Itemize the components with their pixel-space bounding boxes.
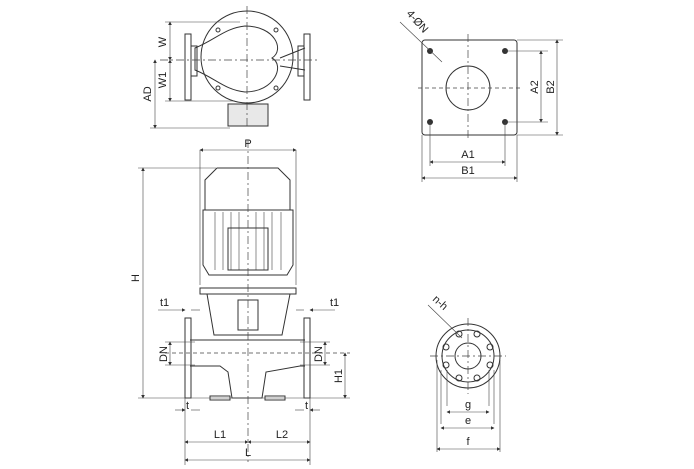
dim-t-left-label: t <box>186 400 189 412</box>
dim-l1-label: L1 <box>214 429 226 441</box>
dim-l-label: L <box>245 447 251 459</box>
flange-view: n-h g e f <box>427 293 506 452</box>
dim-g-label: g <box>465 399 471 411</box>
dim-b2-label: B2 <box>545 80 557 93</box>
dim-w1-label: W1 <box>157 72 169 89</box>
dim-h-label: H <box>130 274 142 282</box>
dim-b1-label: B1 <box>461 165 474 177</box>
dim-h1-label: H1 <box>333 369 345 383</box>
dim-e-label: e <box>465 415 471 427</box>
dim-t1-left-label: t1 <box>160 297 169 309</box>
dim-ad-label: AD <box>142 86 154 101</box>
dim-dn-left-label: DN <box>158 346 170 362</box>
dim-a2-label: A2 <box>529 80 541 93</box>
dim-t-right-label: t <box>305 400 308 412</box>
dim-l2-label: L2 <box>276 429 288 441</box>
base-plate-view: 4-ØN A2 B2 A1 B1 <box>399 8 563 182</box>
top-view: W W1 AD <box>142 6 318 129</box>
dim-t1-right-label: t1 <box>330 297 339 309</box>
dim-dn-right-label: DN <box>313 346 325 362</box>
dim-w-label: W <box>157 36 169 47</box>
dim-p-label: P <box>244 138 251 150</box>
dim-a1-label: A1 <box>461 149 474 161</box>
flange-bolt-holes <box>442 330 494 382</box>
side-view: P H t1 t1 DN DN H1 t t L1 L2 L <box>130 138 350 465</box>
dim-4-on-label: 4-ØN <box>404 8 431 36</box>
dim-f-label: f <box>466 436 470 448</box>
